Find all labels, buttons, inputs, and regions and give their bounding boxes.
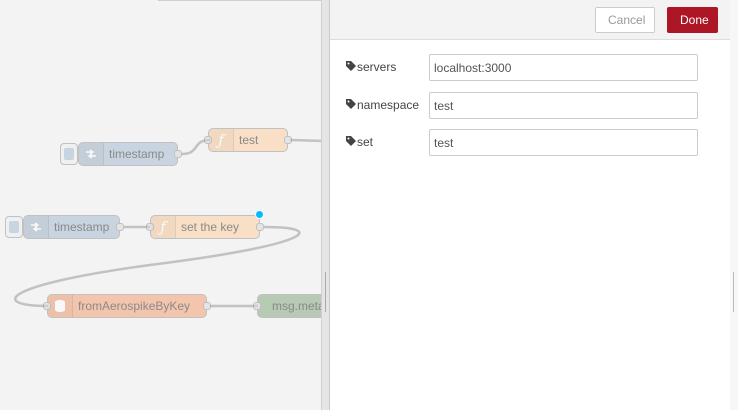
tag-icon	[346, 60, 357, 74]
function-icon: ƒ	[209, 129, 234, 151]
node-label: test	[239, 133, 259, 147]
output-port[interactable]	[203, 302, 211, 310]
set-label: set	[357, 135, 374, 149]
node-function-set-the-key[interactable]: ƒ set the key	[146, 215, 264, 239]
tag-icon	[346, 98, 357, 112]
wire-func1-offscreen	[289, 138, 325, 143]
node-label: msg.meta	[272, 299, 325, 313]
node-aerospike-get[interactable]: fromAerospikeByKey	[43, 294, 211, 318]
tray-toolbar: Cancel Done	[330, 0, 730, 40]
node-label: set the key	[181, 220, 240, 234]
servers-input[interactable]	[429, 54, 698, 81]
set-input[interactable]	[429, 129, 698, 156]
servers-label: servers	[357, 60, 397, 74]
namespace-input[interactable]	[429, 92, 698, 119]
inject-trigger-button[interactable]	[60, 143, 78, 165]
done-button[interactable]: Done	[667, 7, 718, 33]
output-port[interactable]	[284, 136, 292, 144]
node-debug-msg-meta[interactable]: msg.meta	[253, 294, 325, 318]
output-port[interactable]	[256, 223, 264, 231]
node-label: fromAerospikeByKey	[78, 299, 191, 313]
output-port[interactable]	[116, 223, 124, 231]
input-port[interactable]	[204, 136, 212, 144]
edit-tray: Cancel Done servers namespace set	[330, 0, 738, 410]
inject-trigger-button[interactable]	[5, 216, 23, 238]
node-inject-timestamp-1[interactable]: timestamp	[78, 142, 182, 166]
node-label: timestamp	[54, 220, 110, 234]
arrow-right-icon	[24, 216, 49, 238]
namespace-label: namespace	[357, 98, 420, 112]
wire-func2-aero	[13, 225, 301, 308]
output-port[interactable]	[174, 150, 182, 158]
input-port[interactable]	[43, 302, 51, 310]
input-port[interactable]	[146, 223, 154, 231]
function-icon: ƒ	[151, 216, 176, 238]
scrollbar-grip	[733, 272, 734, 312]
input-port[interactable]	[253, 302, 261, 310]
cancel-button[interactable]: Cancel	[595, 7, 655, 33]
tag-icon	[346, 135, 357, 149]
canvas-top-edge	[158, 0, 325, 1]
node-function-test[interactable]: ƒ test	[204, 128, 292, 152]
tray-resize-handle[interactable]	[321, 0, 330, 410]
flow-canvas[interactable]: timestamp ƒ test timestamp ƒ set the key…	[0, 0, 325, 410]
tray-scrollbar[interactable]	[730, 0, 738, 410]
arrow-right-icon	[79, 143, 104, 165]
flow-wires	[13, 138, 325, 308]
node-inject-timestamp-2[interactable]: timestamp	[23, 215, 124, 239]
resize-grip	[325, 272, 326, 312]
changed-indicator	[255, 210, 264, 219]
database-icon	[48, 295, 73, 317]
node-label: timestamp	[109, 147, 165, 161]
